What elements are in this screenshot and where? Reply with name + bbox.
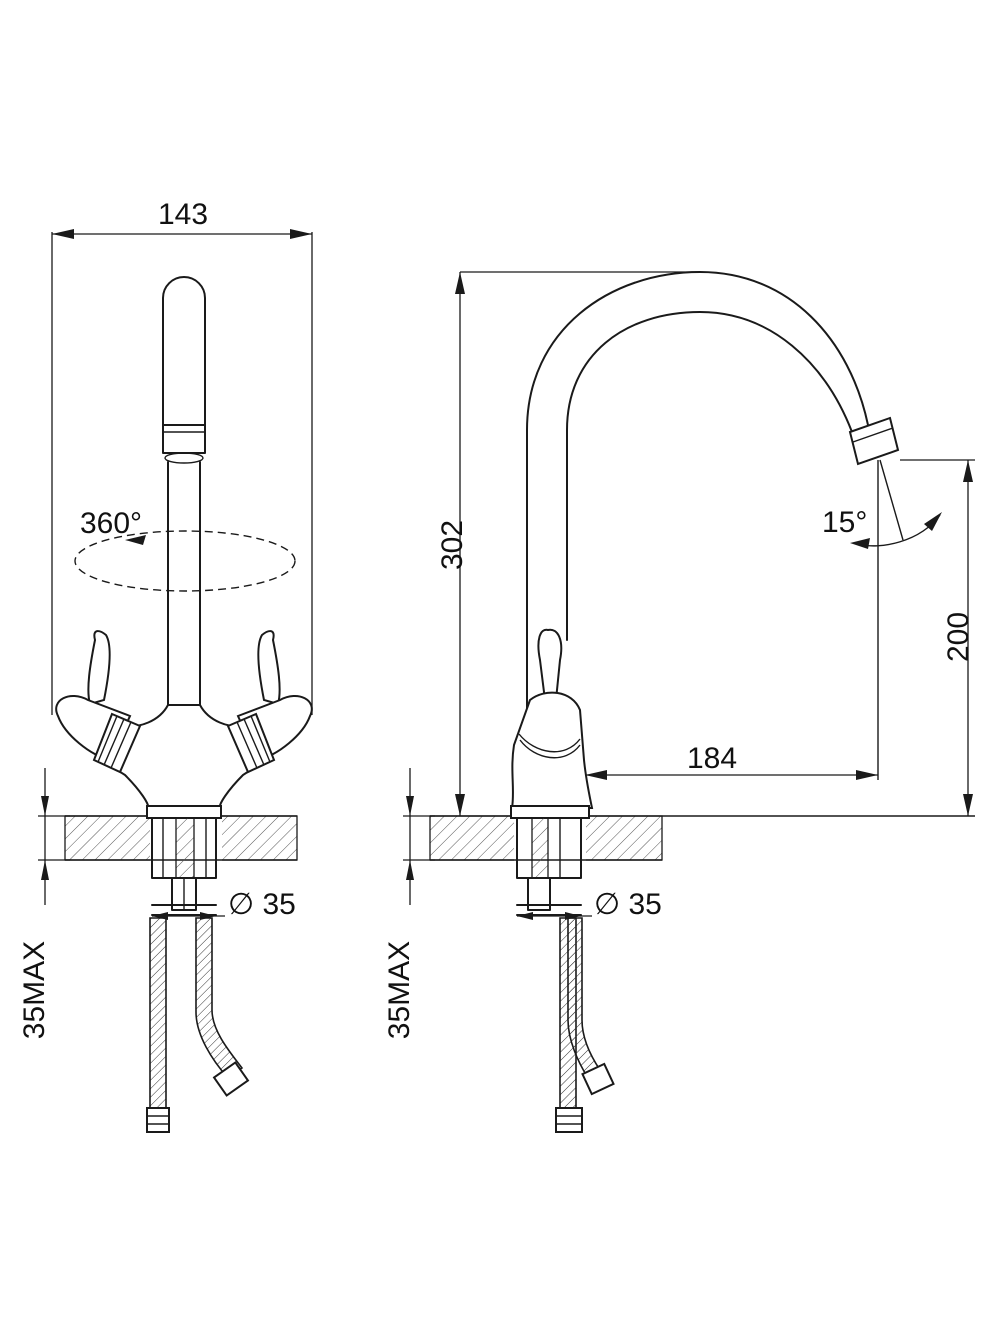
side-thickness-dimension: 35MAX <box>383 768 435 1039</box>
rotation-label: 360° <box>80 507 142 540</box>
front-view: 143 360° <box>18 198 313 1133</box>
side-shank: ∅ 35 <box>516 817 662 921</box>
spray-angle-label: 15° <box>822 506 867 539</box>
side-height-dimension: 302 <box>436 271 700 816</box>
side-reach-dimension: 184 <box>585 742 878 780</box>
side-reach-label: 184 <box>687 742 737 775</box>
front-spout <box>162 276 206 706</box>
front-width-dimension: 143 <box>51 198 313 715</box>
side-view: 302 15° 200 <box>383 271 975 1133</box>
rotation-indicator: 360° <box>74 507 296 592</box>
front-width-label: 143 <box>158 198 208 231</box>
side-countertop <box>429 812 975 864</box>
front-diameter-label: ∅ 35 <box>228 888 296 921</box>
front-thickness-dimension: 35MAX <box>18 768 70 1039</box>
side-spout-height-dimension: 200 <box>900 459 975 816</box>
side-spout <box>526 271 900 721</box>
side-body <box>510 628 594 819</box>
front-shank: ∅ 35 <box>151 817 296 921</box>
side-thickness-label: 35MAX <box>383 941 416 1039</box>
front-left-handle <box>55 630 142 774</box>
side-height-label: 302 <box>436 520 469 570</box>
side-spout-height-label: 200 <box>942 612 975 662</box>
side-diameter-label: ∅ 35 <box>594 888 662 921</box>
front-thickness-label: 35MAX <box>18 941 51 1039</box>
front-hoses <box>146 917 250 1133</box>
front-right-handle <box>226 630 313 774</box>
side-hoses <box>555 917 615 1133</box>
spray-angle-indicator: 15° <box>822 459 942 780</box>
